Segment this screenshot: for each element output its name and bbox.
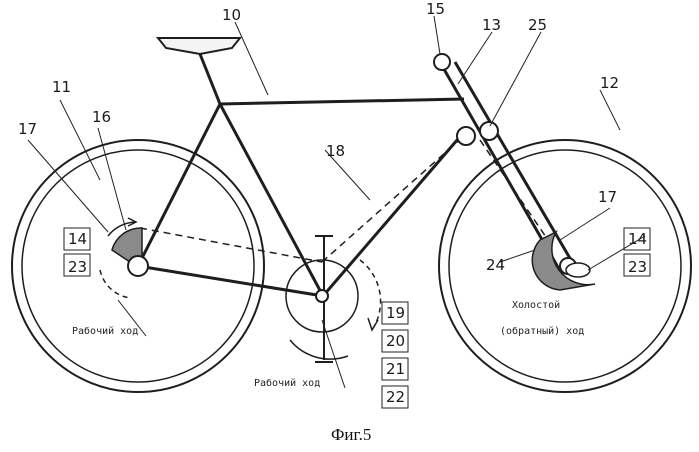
label-23-front: 23 (628, 258, 647, 276)
saddle (158, 38, 240, 54)
label-18: 18 (326, 142, 345, 160)
bicycle-frame (138, 38, 464, 296)
label-17-rear: 17 (18, 120, 37, 138)
annotation-pedal-working-stroke: Рабочий ход (254, 377, 320, 389)
label-17-front: 17 (598, 188, 617, 206)
label-14-front: 14 (628, 230, 647, 248)
label-21: 21 (386, 360, 405, 378)
annotation-front-idle-stroke-line1: Холостой (512, 299, 560, 311)
front-fork (434, 54, 578, 276)
label-25: 25 (528, 16, 547, 34)
label-22: 22 (386, 388, 405, 406)
label-16: 16 (92, 108, 111, 126)
pulley-left (457, 127, 475, 145)
pulley-right (480, 122, 498, 140)
label-11: 11 (52, 78, 71, 96)
label-20: 20 (386, 332, 405, 350)
label-10: 10 (222, 6, 241, 24)
label-14-rear: 14 (68, 230, 87, 248)
label-15: 15 (426, 0, 445, 18)
label-23-rear: 23 (68, 258, 87, 276)
label-19: 19 (386, 304, 405, 322)
handlebar-knob (434, 54, 450, 70)
front-hub-ratchet (532, 232, 595, 290)
label-24: 24 (486, 256, 505, 274)
rear-hub-ratchet (100, 218, 148, 298)
annotation-front-idle-stroke-line2: (обратный) ход (500, 325, 584, 337)
label-13: 13 (482, 16, 501, 34)
label-12: 12 (600, 74, 619, 92)
annotation-rear-working-stroke: Рабочий ход (72, 325, 138, 337)
figure-caption: Фиг.5 (331, 425, 371, 444)
